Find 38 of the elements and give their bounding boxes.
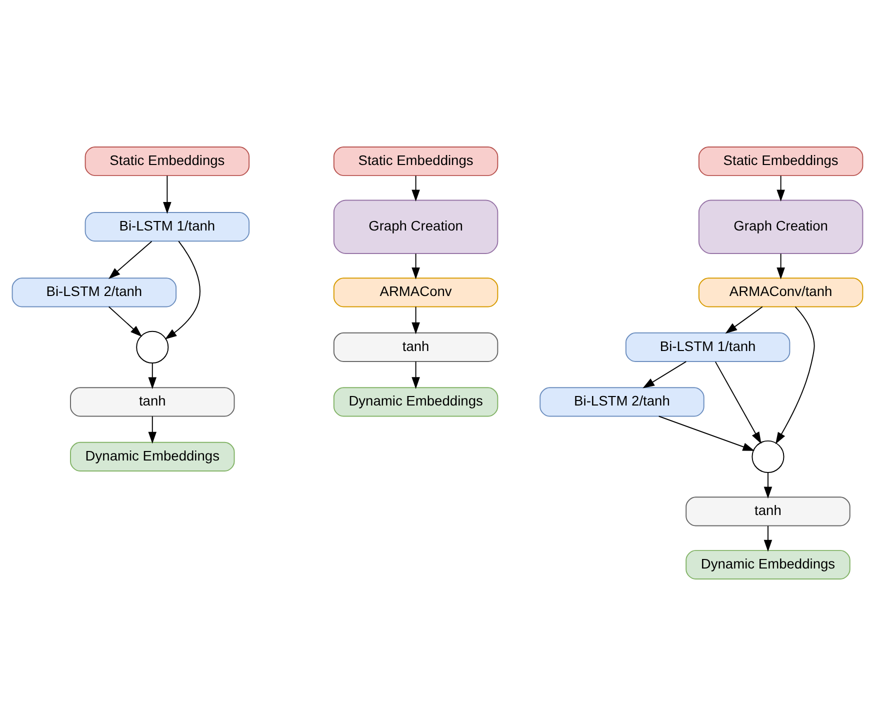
arrow — [163, 174, 172, 214]
arrow — [725, 306, 763, 334]
node-box: Graph Creation — [698, 199, 864, 254]
node-box: Dynamic Embeddings — [686, 549, 850, 580]
node-circle — [752, 440, 784, 472]
node-box: ARMAConv — [333, 277, 498, 307]
arrow — [164, 240, 200, 339]
node-box: Dynamic Embeddings — [333, 386, 498, 416]
node-box: tanh — [70, 386, 235, 416]
node-box: tanh — [686, 496, 850, 526]
arrow — [764, 524, 772, 552]
arrow — [412, 306, 420, 334]
arrow — [714, 360, 762, 444]
arrow — [658, 415, 755, 450]
arrow — [108, 240, 152, 278]
node-circle — [136, 330, 169, 363]
arrow — [412, 360, 420, 388]
arrow — [642, 360, 687, 388]
node-box: tanh — [333, 332, 498, 362]
node-box: Dynamic Embeddings — [70, 441, 235, 472]
node-box: Bi-LSTM 1/tanh — [625, 332, 790, 362]
node-box: Bi-LSTM 1/tanh — [84, 212, 250, 242]
arrow — [148, 362, 157, 389]
arrow — [412, 174, 420, 202]
node-box: ARMAConv/tanh — [698, 277, 864, 307]
node-box: Bi-LSTM 2/tanh — [12, 277, 177, 307]
node-box: Graph Creation — [333, 199, 498, 254]
arrow — [412, 252, 420, 279]
arrow — [764, 472, 772, 498]
arrow — [776, 174, 785, 202]
arrow — [148, 415, 157, 444]
arrow — [775, 306, 815, 444]
arrow — [108, 306, 142, 336]
node-box: Static Embeddings — [698, 146, 864, 176]
node-box: Bi-LSTM 2/tanh — [540, 386, 704, 416]
node-box: Static Embeddings — [333, 146, 498, 176]
arrow — [776, 252, 785, 279]
node-box: Static Embeddings — [84, 146, 250, 176]
